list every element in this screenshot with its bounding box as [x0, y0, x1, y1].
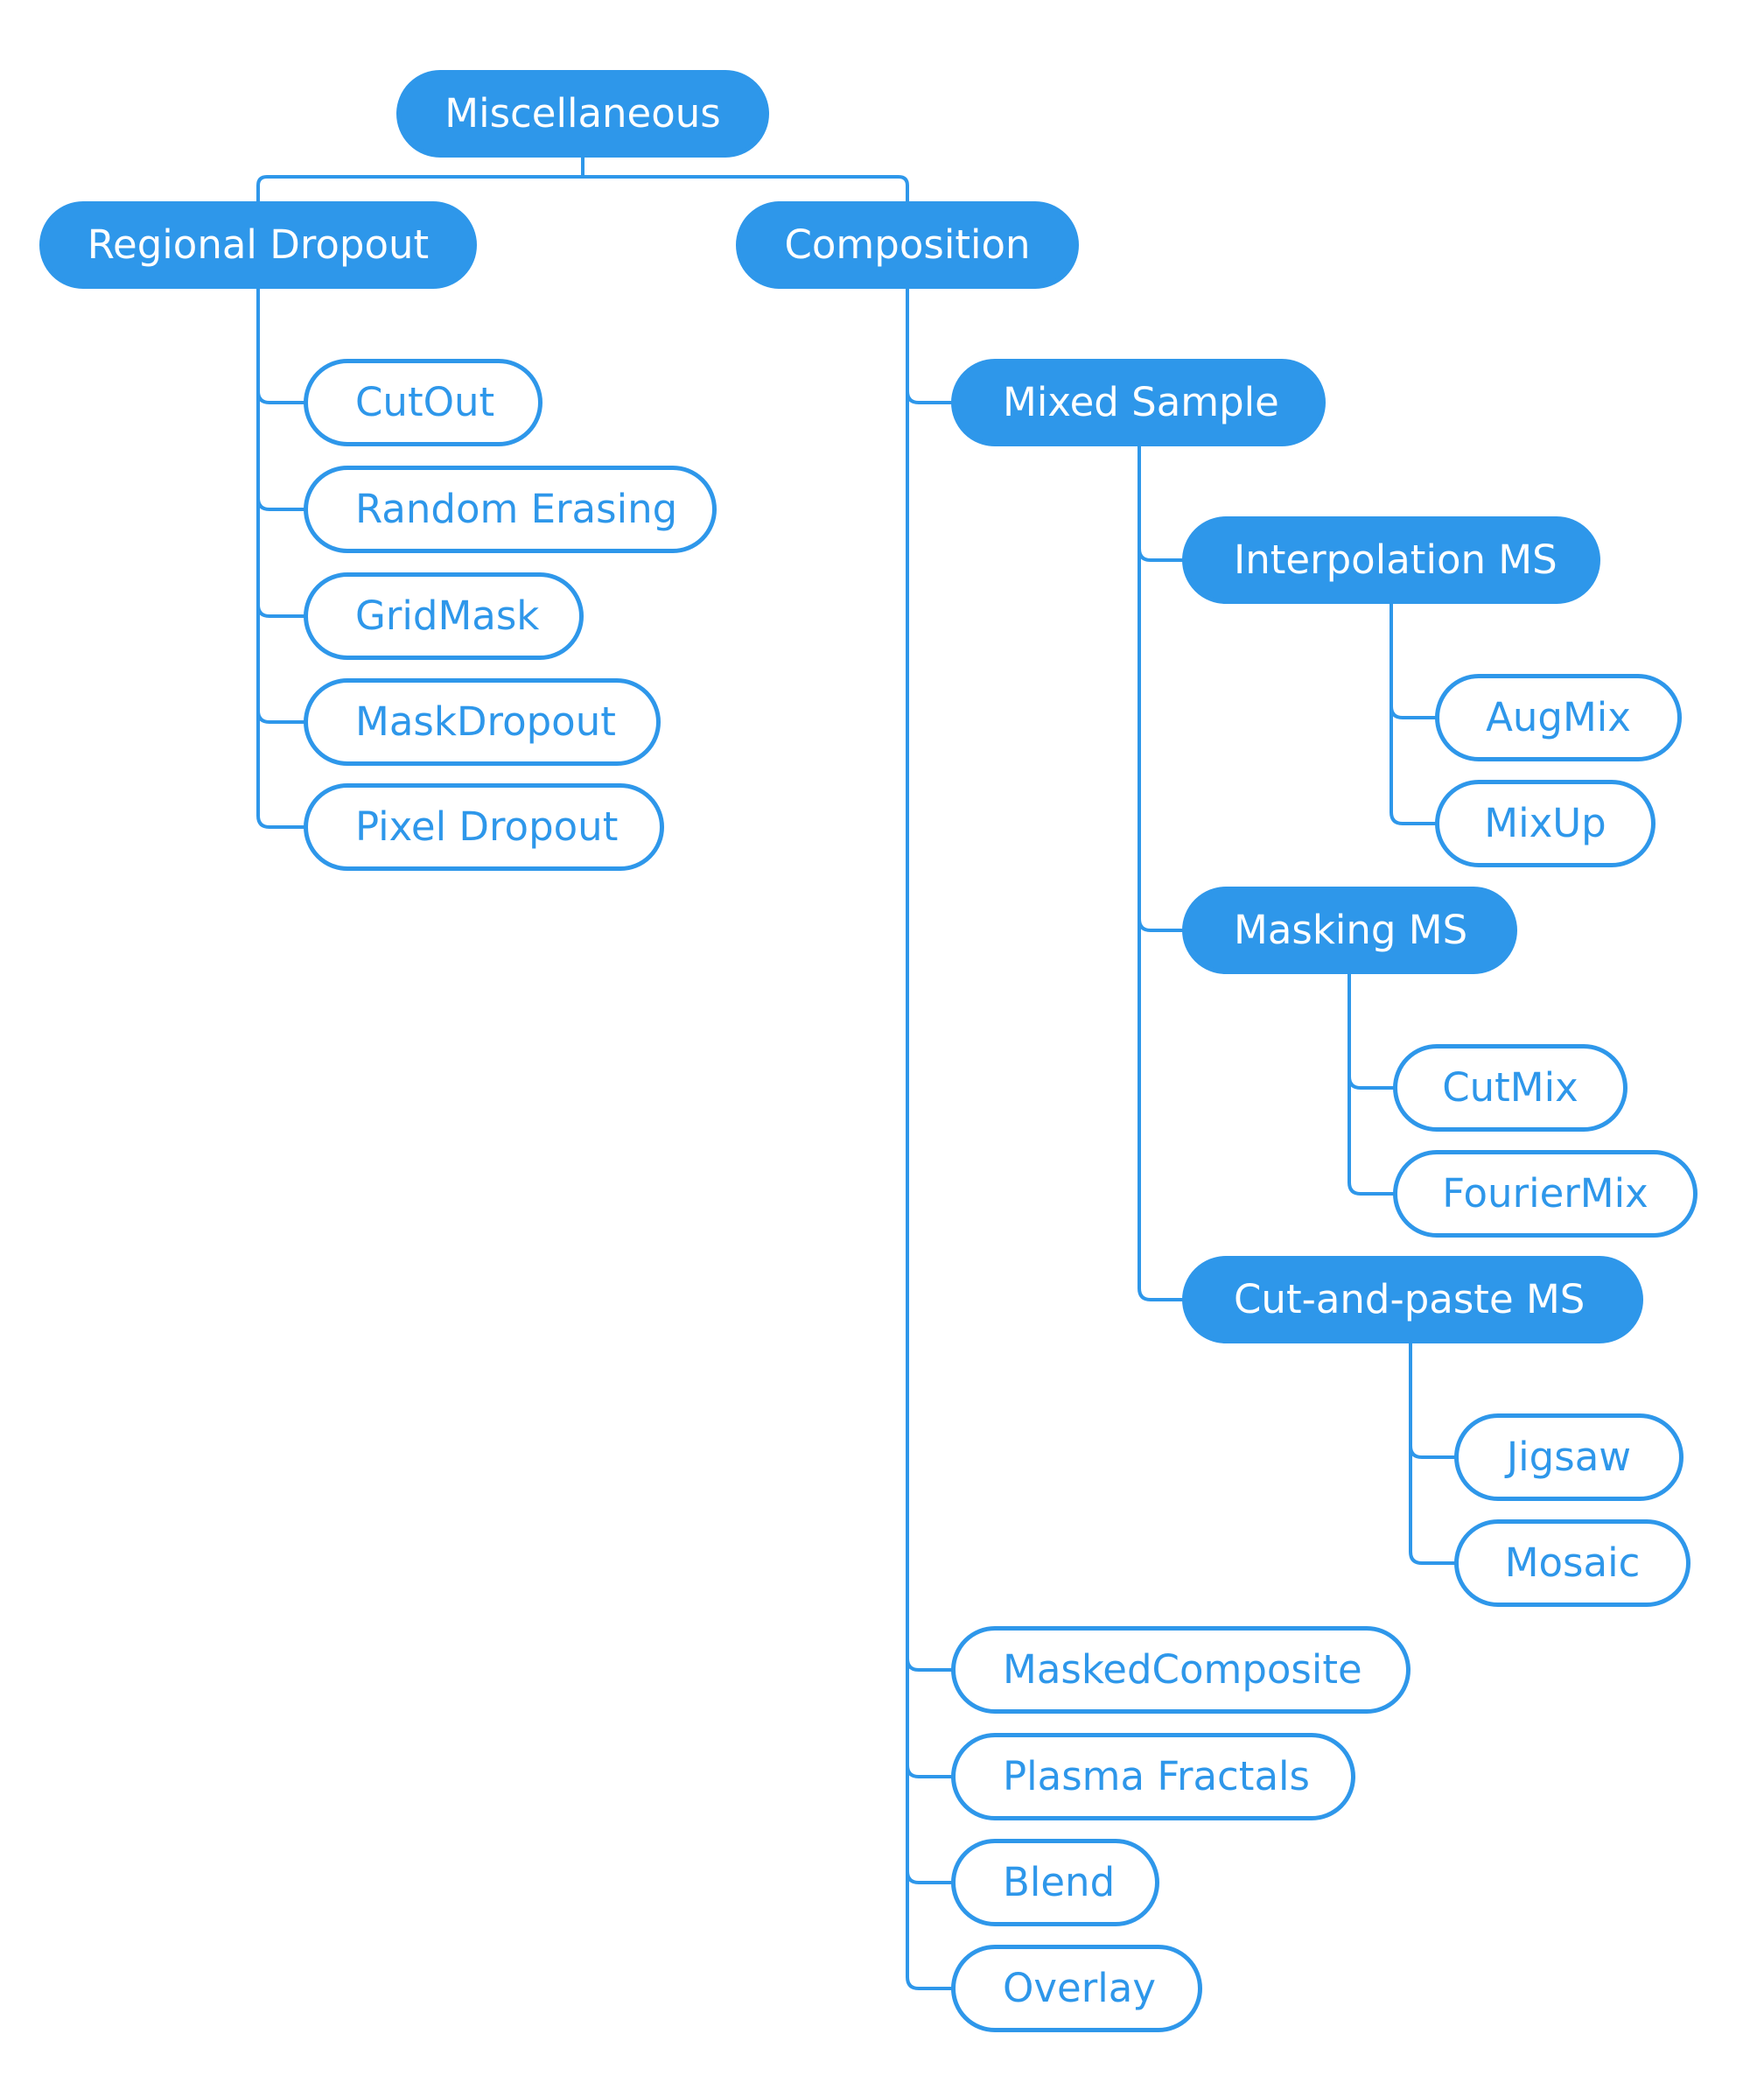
node-random-erasing: Random Erasing	[304, 466, 717, 553]
node-mixup: MixUp	[1435, 780, 1656, 867]
connector-cutpaste-children	[1409, 1343, 1457, 1565]
node-cutout: CutOut	[304, 359, 542, 446]
node-interpolation-ms: Interpolation MS	[1182, 516, 1600, 604]
connector-maskedcomposite	[906, 1658, 954, 1672]
node-jigsaw: Jigsaw	[1454, 1413, 1684, 1501]
node-plasma-fractals: Plasma Fractals	[951, 1733, 1355, 1820]
node-regional-dropout: Regional Dropout	[39, 201, 477, 289]
connector-cutout	[256, 390, 306, 404]
node-augmix: AugMix	[1435, 674, 1682, 761]
node-masking-ms: Masking MS	[1182, 887, 1517, 974]
connector-regional-children	[256, 289, 306, 829]
connector-gridmask	[256, 604, 306, 618]
connector-blend	[906, 1870, 954, 1884]
connector-interpolation-ms	[1138, 548, 1185, 562]
connector-composition-children	[906, 289, 954, 1990]
node-fouriermix: FourierMix	[1393, 1150, 1698, 1238]
connector-mixed-sample	[906, 390, 954, 404]
node-overlay: Overlay	[951, 1945, 1202, 2032]
connector-interpolation-children	[1390, 604, 1438, 825]
connector-masking-ms	[1138, 918, 1185, 932]
node-cutmix: CutMix	[1393, 1044, 1628, 1132]
connector-mixed-sample-children	[1138, 446, 1185, 1301]
connector-cutmix	[1348, 1076, 1396, 1090]
node-miscellaneous: Miscellaneous	[396, 70, 769, 158]
node-cut-and-paste-ms: Cut-and-paste MS	[1182, 1256, 1643, 1343]
connector-maskdropout	[256, 710, 306, 724]
node-pixel-dropout: Pixel Dropout	[304, 783, 664, 871]
node-mosaic: Mosaic	[1454, 1519, 1690, 1607]
node-mixed-sample: Mixed Sample	[951, 359, 1326, 446]
connector-plasma-fractals	[906, 1764, 954, 1778]
connector-random-erasing	[256, 497, 306, 511]
connector-root-regional	[256, 158, 584, 203]
node-maskdropout: MaskDropout	[304, 678, 661, 766]
connector-jigsaw	[1409, 1445, 1457, 1459]
node-gridmask: GridMask	[304, 572, 584, 660]
connector-masking-children	[1348, 974, 1396, 1196]
connector-root-composition	[583, 175, 909, 203]
node-composition: Composition	[736, 201, 1079, 289]
connector-augmix	[1390, 705, 1438, 719]
node-maskedcomposite: MaskedComposite	[951, 1626, 1410, 1714]
node-blend: Blend	[951, 1839, 1159, 1926]
